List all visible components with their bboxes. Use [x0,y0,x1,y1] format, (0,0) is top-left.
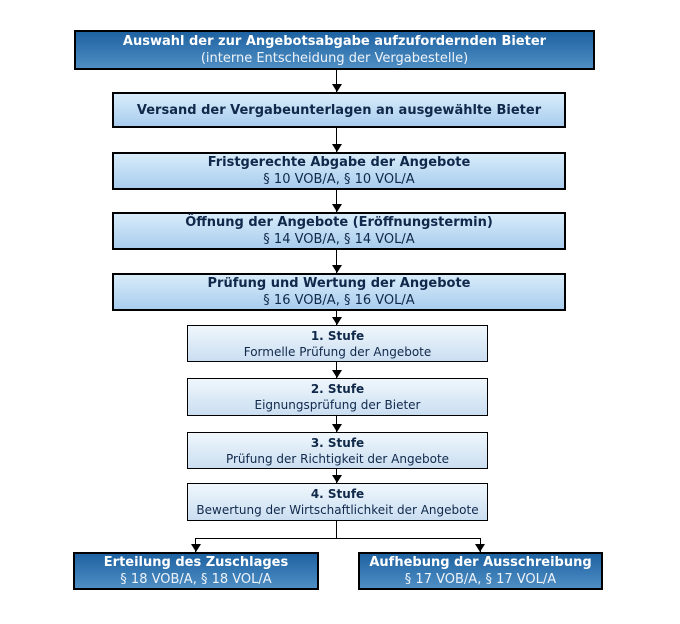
step-description: Prüfung der Richtigkeit der Angebote [225,451,450,466]
flow-step-stufe-1: 1. Stufe Formelle Prüfung der Angebote [187,325,488,362]
flow-step-stufe-2: 2. Stufe Eignungsprüfung der Bieter [187,378,488,416]
arrow-down-icon [332,424,342,432]
step-description: Eignungsprüfung der Bieter [254,398,421,412]
step-law-reference: § 10 VOB/A, § 10 VOL/A [263,172,415,187]
arrow-down-icon [332,84,342,92]
arrow-down-icon [332,475,342,483]
flow-step-pruefung-wertung: Prüfung und Wertung der Angebote § 16 VO… [112,273,566,311]
flow-step-abgabe-angebote: Fristgerechte Abgabe der Angebote § 10 V… [112,152,566,190]
flow-arrow-line [336,70,337,92]
step-description: Bewertung der Wirtschaftlichkeit der Ang… [196,503,479,517]
step-title: Öffnung der Angebote (Eröffnungstermin) [185,215,493,230]
step-law-reference: § 14 VOB/A, § 14 VOL/A [263,232,415,247]
flow-step-oeffnung-angebote: Öffnung der Angebote (Eröffnungstermin) … [112,212,566,250]
flow-arrow-line [336,128,337,152]
step-title: 2. Stufe [310,382,365,396]
flow-branch-stem-line [336,521,337,538]
step-title: 3. Stufe [310,435,365,450]
step-title: Aufhebung der Ausschreibung [369,555,592,570]
flow-arrow-line [336,250,337,273]
arrow-down-icon [191,544,201,552]
step-title: Erteilung des Zuschlages [103,555,289,570]
flow-step-auswahl-bieter: Auswahl der zur Angebotsabgabe aufzuford… [74,30,595,70]
step-law-reference: § 16 VOB/A, § 16 VOL/A [263,293,415,308]
arrow-down-icon [332,370,342,378]
flow-step-aufhebung-ausschreibung: Aufhebung der Ausschreibung § 17 VOB/A, … [358,552,603,590]
step-description: Formelle Prüfung der Angebote [243,344,432,359]
step-title: Versand der Vergabeunterlagen an ausgewä… [136,102,542,118]
step-law-reference: § 17 VOB/A, § 17 VOL/A [404,572,557,587]
step-title: 1. Stufe [310,328,365,343]
arrow-down-icon [332,265,342,273]
step-title: Fristgerechte Abgabe der Angebote [207,155,471,170]
flow-step-versand-unterlagen: Versand der Vergabeunterlagen an ausgewä… [112,92,566,128]
flow-arrow-line [336,190,337,212]
step-law-reference: § 18 VOB/A, § 18 VOL/A [120,572,272,587]
arrow-down-icon [332,144,342,152]
flow-step-erteilung-zuschlag: Erteilung des Zuschlages § 18 VOB/A, § 1… [73,552,319,590]
flow-step-stufe-4: 4. Stufe Bewertung der Wirtschaftlichkei… [187,483,488,521]
flow-branch-horizontal-line [196,538,481,539]
flow-step-stufe-3: 3. Stufe Prüfung der Richtigkeit der Ang… [187,432,488,469]
step-title: 4. Stufe [310,487,365,501]
arrow-down-icon [475,544,485,552]
step-title: Auswahl der zur Angebotsabgabe aufzuford… [122,34,547,49]
step-subtitle: (interne Entscheidung der Vergabestelle) [200,51,469,66]
step-title: Prüfung und Wertung der Angebote [207,276,471,291]
arrow-down-icon [332,317,342,325]
arrow-down-icon [332,204,342,212]
